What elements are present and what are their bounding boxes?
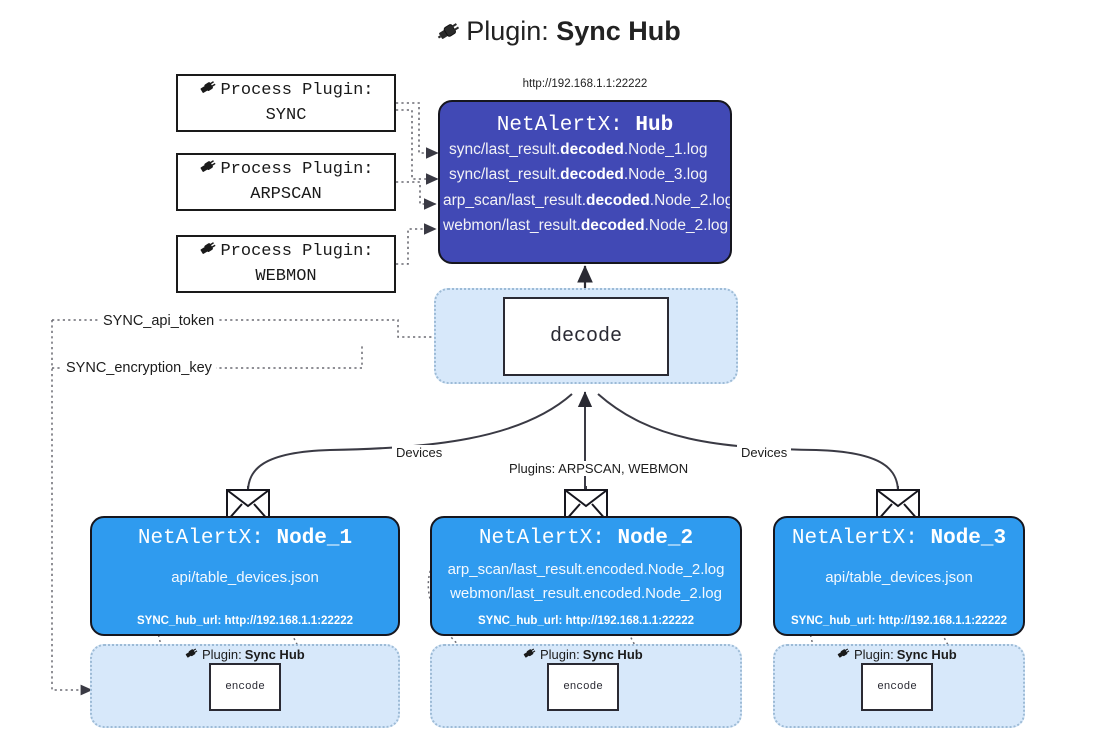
hub-title-prefix: NetAlertX: <box>496 114 623 137</box>
plug-icon <box>836 646 851 663</box>
node-footer: SYNC_hub_url: http://192.168.1.1:22222 <box>790 615 1008 627</box>
process-plugin-label: Process Plugin: <box>220 160 374 180</box>
edge-label-devices-right: Devices <box>737 445 792 460</box>
node-title: NetAlertX: Node_3 <box>775 527 1023 550</box>
plugin-zone-label: Plugin: Sync Hub <box>184 646 305 663</box>
envelope-icon <box>226 489 270 522</box>
plug-icon <box>198 239 218 266</box>
hub-box[interactable]: NetAlertX: Hub sync/last_result.decoded.… <box>438 100 732 264</box>
plug-icon <box>436 19 462 50</box>
node-title: NetAlertX: Node_1 <box>92 527 398 550</box>
log-post: .Node_1.log <box>623 141 708 158</box>
decode-box[interactable]: decode <box>503 297 669 376</box>
log-post: .Node_3.log <box>623 166 708 184</box>
process-plugin-box-sync[interactable]: Process Plugin: SYNC <box>176 74 396 132</box>
node-box-node-3[interactable]: NetAlertX: Node_3 api/table_devices.json… <box>773 516 1025 636</box>
node-footer: SYNC_hub_url: http://192.168.1.1:22222 <box>477 615 695 627</box>
process-plugin-name: SYNC <box>265 106 307 125</box>
log-prefix: sync/last_result. <box>449 166 561 184</box>
node-title-prefix: NetAlertX: <box>478 527 605 550</box>
plug-icon <box>198 157 218 184</box>
process-plugin-name: ARPSCAN <box>250 185 322 204</box>
log-post: .Node_2.log <box>644 216 729 234</box>
hub-url-label: http://192.168.1.1:22222 <box>522 78 648 90</box>
node-title-prefix: NetAlertX: <box>791 527 918 550</box>
plug-icon <box>198 78 218 105</box>
plugin-zone-prefix: Plugin: <box>854 647 894 662</box>
encode-box-node-3[interactable]: encode <box>861 663 933 711</box>
hub-log-line: webmon/last_result.decoded.Node_2.log <box>440 213 730 238</box>
node-box-node-1[interactable]: NetAlertX: Node_1 api/table_devices.json… <box>90 516 400 636</box>
node-line: api/table_devices.json <box>171 569 319 586</box>
title-prefix: Plugin: <box>466 16 549 46</box>
hub-log-line: sync/last_result.decoded.Node_1.log <box>440 137 730 162</box>
node-title-prefix: NetAlertX: <box>137 527 264 550</box>
hub-log-line: sync/last_result.decoded.Node_3.log <box>440 162 730 187</box>
hub-title-name: Hub <box>635 114 674 137</box>
node-title-name: Node_1 <box>276 527 353 550</box>
node-title-name: Node_3 <box>930 527 1007 550</box>
plugin-zone-label: Plugin: Sync Hub <box>522 646 643 663</box>
edge-label-plugins: Plugins: ARPSCAN, WEBMON <box>505 461 693 476</box>
node-line: arp_scan/last_result.encoded.Node_2.log <box>447 561 725 578</box>
sync-api-token-label: SYNC_api_token <box>99 313 219 329</box>
log-mid: decoded <box>560 166 624 184</box>
process-plugin-box-arpscan[interactable]: Process Plugin: ARPSCAN <box>176 153 396 211</box>
plug-icon <box>184 646 199 663</box>
plugin-zone-prefix: Plugin: <box>202 647 242 662</box>
log-prefix: webmon/last_result. <box>443 216 581 234</box>
log-mid: decoded <box>586 191 650 209</box>
plugin-zone-prefix: Plugin: <box>540 647 580 662</box>
log-prefix: arp_scan/last_result. <box>443 191 587 209</box>
plugin-zone-name: Sync Hub <box>896 647 957 662</box>
node-title-name: Node_2 <box>617 527 694 550</box>
log-mid: decoded <box>580 216 645 234</box>
hub-title: NetAlertX: Hub <box>440 114 730 137</box>
log-prefix: sync/last_result. <box>449 141 561 158</box>
log-post: .Node_2.log <box>649 191 732 209</box>
plugin-zone-node-1 <box>90 644 400 728</box>
title-name: Sync Hub <box>556 16 681 46</box>
plug-icon <box>522 646 537 663</box>
node-box-node-2[interactable]: NetAlertX: Node_2 arp_scan/last_result.e… <box>430 516 742 636</box>
hub-log-line: arp_scan/last_result.decoded.Node_2.log <box>440 188 730 213</box>
plugin-zone-name: Sync Hub <box>244 647 305 662</box>
page-title: Plugin: Sync Hub <box>0 16 1117 50</box>
node-footer: SYNC_hub_url: http://192.168.1.1:22222 <box>136 615 354 627</box>
node-line: api/table_devices.json <box>825 569 973 586</box>
envelope-icon <box>564 489 608 522</box>
process-plugin-name: WEBMON <box>255 267 317 286</box>
plugin-zone-name: Sync Hub <box>582 647 643 662</box>
process-plugin-label: Process Plugin: <box>220 242 374 262</box>
process-plugin-box-webmon[interactable]: Process Plugin: WEBMON <box>176 235 396 293</box>
plugin-zone-label: Plugin: Sync Hub <box>836 646 957 663</box>
process-plugin-label: Process Plugin: <box>220 81 374 101</box>
encode-box-node-2[interactable]: encode <box>547 663 619 711</box>
encode-box-node-1[interactable]: encode <box>209 663 281 711</box>
plugin-zone-node-3 <box>773 644 1025 728</box>
sync-encryption-key-label: SYNC_encryption_key <box>62 360 216 376</box>
node-line: webmon/last_result.encoded.Node_2.log <box>450 585 722 602</box>
edge-label-devices-left: Devices <box>392 445 447 460</box>
node-title: NetAlertX: Node_2 <box>432 527 740 550</box>
log-mid: decoded <box>560 141 624 158</box>
